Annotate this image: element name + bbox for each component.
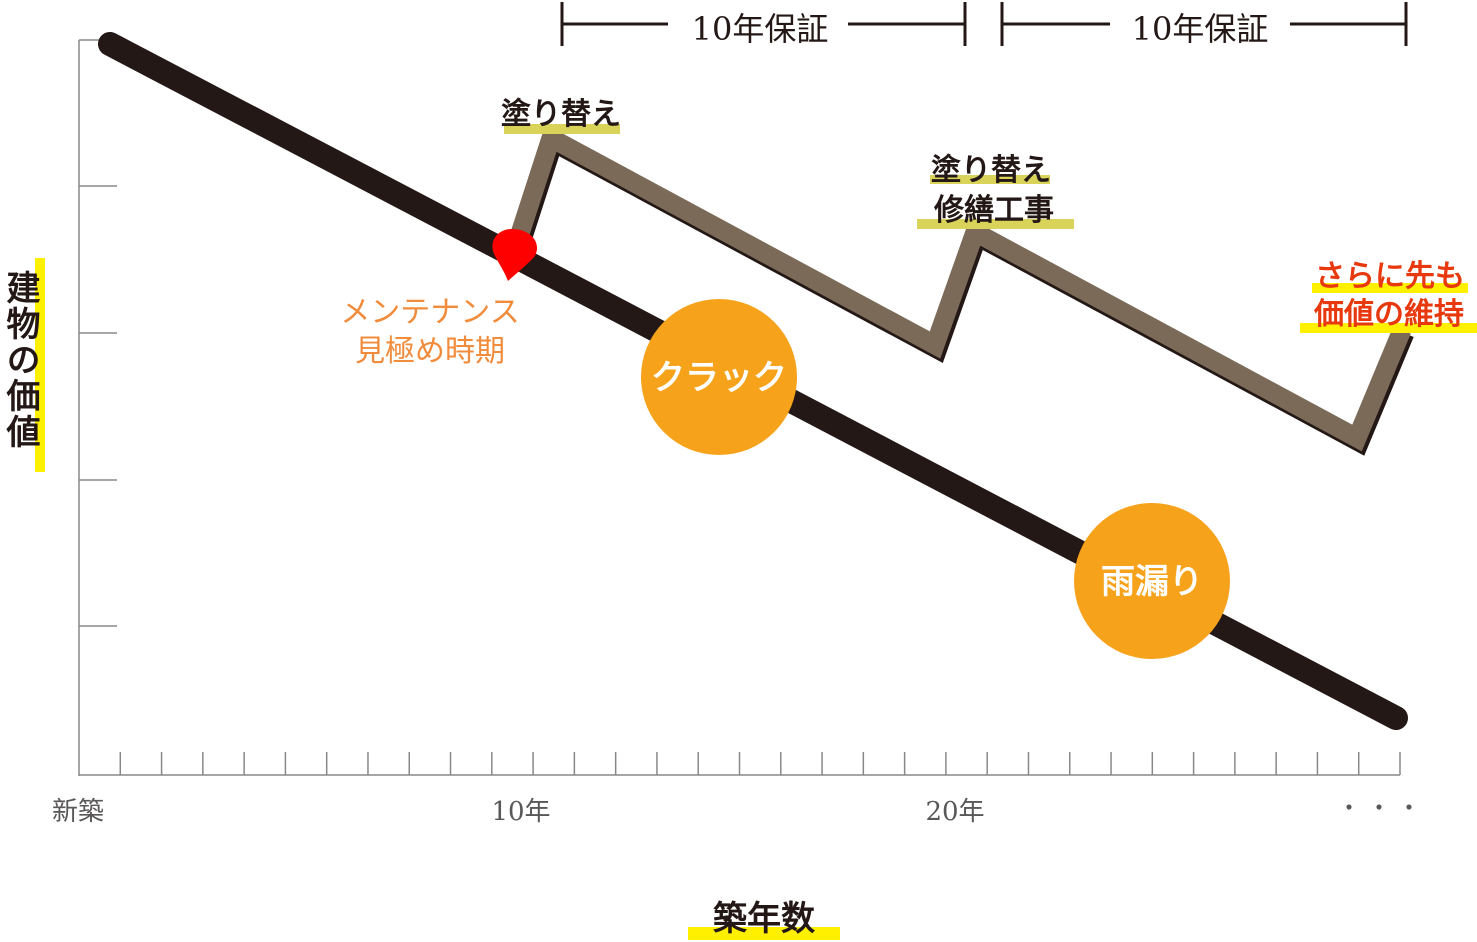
warranty-bracket-2: [1000, 2, 1408, 46]
maintenance-label-line2: 見極め時期: [355, 334, 505, 369]
x-axis-label: 築年数: [712, 899, 815, 939]
y-axis-label: 建物の価値: [0, 270, 41, 450]
leak-label: 雨漏り: [1101, 562, 1203, 602]
leak-badge: [1074, 503, 1230, 659]
warranty-label-2: 10年保証: [1132, 10, 1269, 48]
y-axis-ticks: [79, 39, 117, 627]
x-tick-label-20: 20年: [925, 797, 984, 827]
further-label-highlight-2: [1300, 323, 1477, 333]
repaint-label-1: 塗り替え: [501, 97, 621, 132]
x-axis-ticks: [119, 752, 1401, 775]
repaint-label-2-line2: 修繕工事: [933, 193, 1054, 228]
location-pin-icon: [492, 229, 538, 281]
warranty-label-1: 10年保証: [692, 10, 829, 48]
x-tick-label-10: 10年: [491, 797, 550, 827]
warranty-bracket-1: [560, 2, 967, 46]
repaint-label-2-line1: 塗り替え: [931, 153, 1051, 188]
crack-badge: [641, 299, 797, 455]
x-tick-label-more: ・・・: [1337, 794, 1427, 822]
x-axis-label-highlight: [688, 927, 840, 940]
repaint-label-2-highlight-1: [930, 175, 1050, 184]
further-label-highlight-1: [1312, 283, 1468, 293]
maintenance-label-line1: メンテナンス: [340, 295, 519, 330]
further-label-line1: さらに先も: [1315, 259, 1465, 294]
crack-label: クラック: [651, 358, 787, 398]
further-label-line2: 価値の維持: [1313, 297, 1464, 332]
x-tick-label-new: 新築: [52, 797, 104, 827]
maintained-value-line: [506, 124, 1411, 452]
y-axis-label-highlight: [35, 258, 45, 472]
repaint-label-1-highlight: [504, 124, 620, 134]
repaint-label-2-highlight-2: [917, 219, 1074, 229]
